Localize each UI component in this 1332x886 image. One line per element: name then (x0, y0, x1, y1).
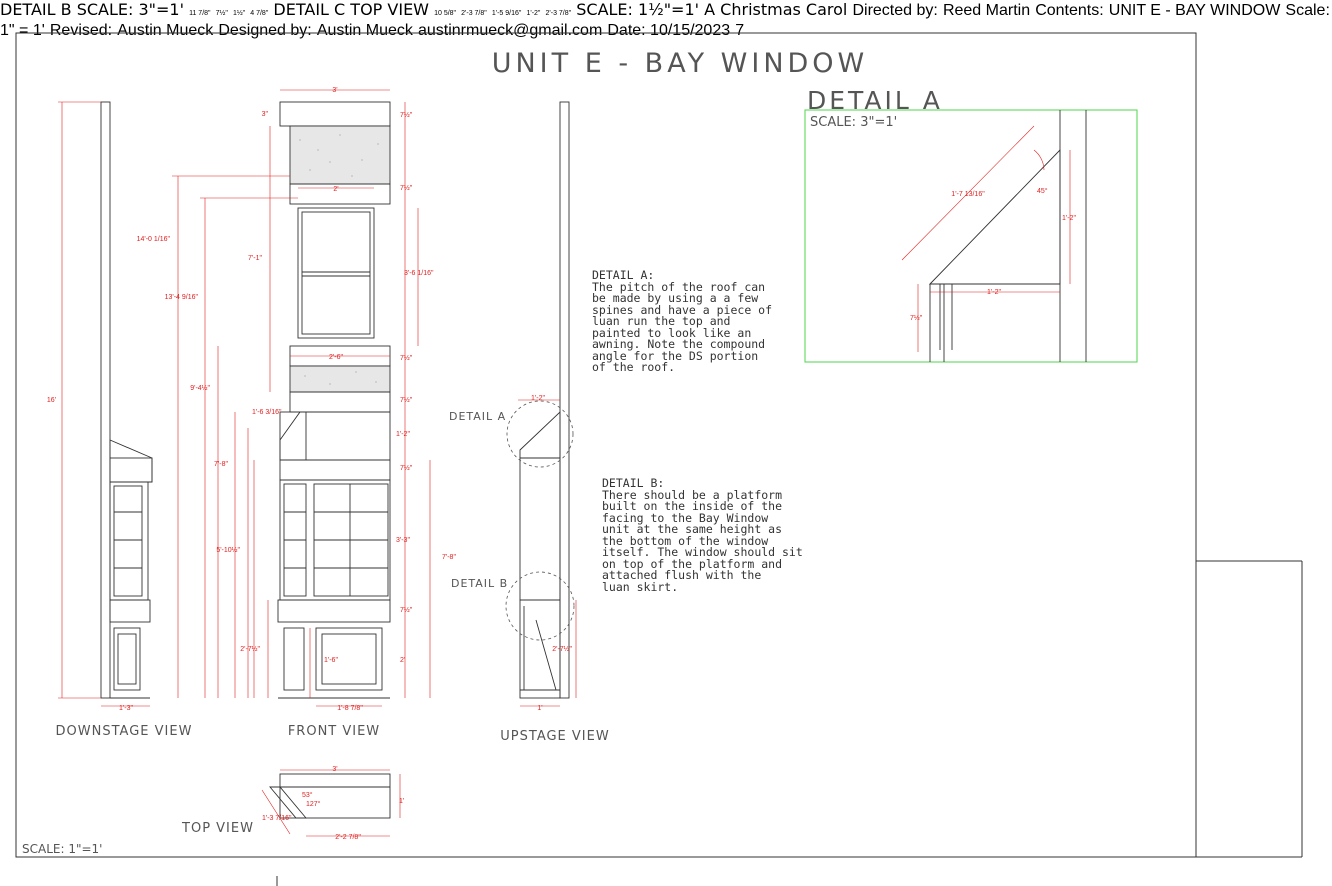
detail-a-drawing (928, 110, 1087, 362)
dim-tv-3: 3' (332, 766, 337, 773)
note-detail-b: DETAIL B: There should be a platform bui… (602, 476, 803, 594)
tb-contents-label: Contents: (1035, 2, 1104, 19)
dim-2ft: 2' (333, 186, 338, 193)
detail-a-scale: SCALE: 3"=1' (810, 115, 897, 130)
dim-7-8b: 7'-8" (442, 554, 456, 561)
dim-tv-127: 127° (306, 800, 321, 808)
dim-13: 13'-4 9/16" (165, 294, 199, 301)
dim-7-5b: 7½" (400, 184, 413, 192)
tb-show: A Christmas Carol (704, 0, 848, 19)
tb-contents: UNIT E - BAY WINDOW (1108, 2, 1281, 19)
top-view-dims (261, 769, 401, 837)
dim-9-4: 9'-4½" (190, 384, 210, 392)
dim-2-6: 2'-6" (329, 354, 343, 361)
upstage-callouts (505, 400, 575, 641)
callout-detail-a: DETAIL A (449, 410, 506, 423)
dim-1-3: 1'-3" (119, 705, 133, 712)
detail-a-title: DETAIL A (807, 86, 943, 115)
detail-c-title: DETAIL C (273, 0, 346, 19)
sheet-title: UNIT E - BAY WINDOW (492, 48, 869, 79)
sheet-border (15, 32, 1197, 858)
dim-c-10: 10 5/8" (434, 10, 457, 17)
dim-front-width: 3' (332, 87, 337, 94)
dim-2ft-b: 2' (400, 657, 405, 664)
title-block-text: A Christmas Carol Directed by: Reed Mart… (0, 0, 1330, 39)
dim-7-5e: 7½" (400, 464, 413, 472)
dim-up-2-7: 2'-7½" (552, 645, 572, 653)
tb-date: Date: 10/15/2023 (607, 22, 731, 39)
label-downstage-view: DOWNSTAGE VIEW (56, 724, 193, 739)
tb-scale-label: Scale: (1285, 2, 1330, 19)
dim-3-6: 3'-6 1/16" (404, 270, 434, 277)
tb-scale: 1" = 1' (0, 22, 45, 39)
dim-a-1-2: 1'-2" (1062, 215, 1076, 222)
dim-up-1-2: 1'-2" (531, 395, 545, 402)
detail-a-dims (901, 125, 1071, 352)
dim-7-1: 7'-1" (248, 255, 262, 262)
dim-b-11: 11 7/8" (189, 10, 211, 17)
dim-a-1-2b: 1'-2" (987, 289, 1001, 296)
dim-3-3: 3'-3" (396, 537, 410, 544)
dim-c-1-5: 1'-5 9/16" (491, 10, 522, 17)
dim-tv-1: 1' (399, 798, 404, 805)
dim-5-10: 5'-10½" (216, 546, 240, 554)
dim-2-7: 2'-7½" (240, 645, 260, 653)
detail-a-frame (804, 109, 1138, 363)
upstage-dims (518, 399, 577, 707)
dim-7-5f: 7½" (400, 606, 413, 614)
tb-revised: Austin Mueck (117, 22, 214, 39)
dim-tv-53: 53° (302, 791, 313, 799)
dim-a-7-5: 7½" (910, 314, 923, 322)
detail-c-view: TOP VIEW (350, 0, 429, 19)
tb-sheet-no: 7 (735, 22, 745, 39)
front-view (277, 101, 391, 699)
label-upstage-view: UPSTAGE VIEW (500, 729, 609, 744)
tb-designed-label: Designed by: (218, 22, 312, 39)
tb-email: austinrmueck@gmail.com (417, 22, 603, 39)
dim-7-8: 7'-8" (214, 461, 228, 468)
callout-detail-b: DETAIL B (451, 577, 508, 590)
dim-7-5d: 7½" (400, 396, 413, 404)
dim-b-4: 4 7/8" (250, 10, 269, 17)
dim-16: 16' (47, 397, 56, 404)
sheet-scale: SCALE: 1"=1' (22, 842, 102, 856)
tb-directed: Reed Martin (942, 2, 1031, 19)
dim-c-2-3: 2'-3 7/8" (461, 10, 487, 17)
dim-b-7-5: 7½" (215, 10, 228, 17)
tb-designed: Austin Mueck (316, 22, 413, 39)
label-top-view: TOP VIEW (181, 821, 254, 836)
detail-c-scale: SCALE: 1½"=1' (576, 0, 700, 19)
detail-b-scale: SCALE: 3"=1' (76, 0, 184, 19)
dim-14: 14'-0 1/16" (137, 236, 171, 243)
dim-1-8: 1'-8 7/8" (337, 705, 363, 712)
dim-up-1: 1' (537, 705, 542, 712)
detail-b-frame: SCALE: 3"=1' 11 7/8" 7½" 1½" 4 7/8" DETA… (0, 0, 1330, 592)
dim-b-half: 1½" (232, 10, 246, 17)
downstage-view (100, 101, 153, 699)
dim-1-6: 1'-6 3/16" (252, 409, 282, 416)
downstage-dims (58, 101, 150, 707)
dim-a-45: 45° (1037, 187, 1048, 195)
dim-tv-2-2: 2'-2 7/8" (335, 834, 361, 841)
front-view-stipple (299, 134, 379, 385)
dim-c-2-3b: 2'-3 7/8" (545, 10, 572, 17)
dim-7-5c: 7½" (400, 354, 413, 362)
detail-c-frame: 10 5/8" 2'-3 7/8" 1'-5 9/16" 1'-2" 2'-3 … (0, 0, 1330, 592)
tb-directed-label: Directed by: (852, 2, 938, 19)
dim-c-1-2: 1'-2" (526, 10, 541, 17)
front-view-dims (172, 89, 431, 707)
dim-a-1-7: 1'-7 13/16" (951, 191, 985, 198)
dim-tv-1-3: 1'-3 7/16" (262, 815, 292, 822)
dim-top-3in: 3" (262, 111, 269, 118)
dim-7-5a: 7½" (400, 111, 413, 119)
note-detail-a: DETAIL A: The pitch of the roof can be m… (592, 268, 773, 374)
top-view (269, 773, 391, 819)
tb-revised-label: Revised: (49, 22, 113, 39)
dim-1-6b: 1'-6" (324, 657, 338, 664)
label-front-view: FRONT VIEW (288, 724, 380, 739)
dim-1-2: 1'-2" (396, 431, 410, 438)
detail-b-title: DETAIL B (0, 0, 72, 19)
